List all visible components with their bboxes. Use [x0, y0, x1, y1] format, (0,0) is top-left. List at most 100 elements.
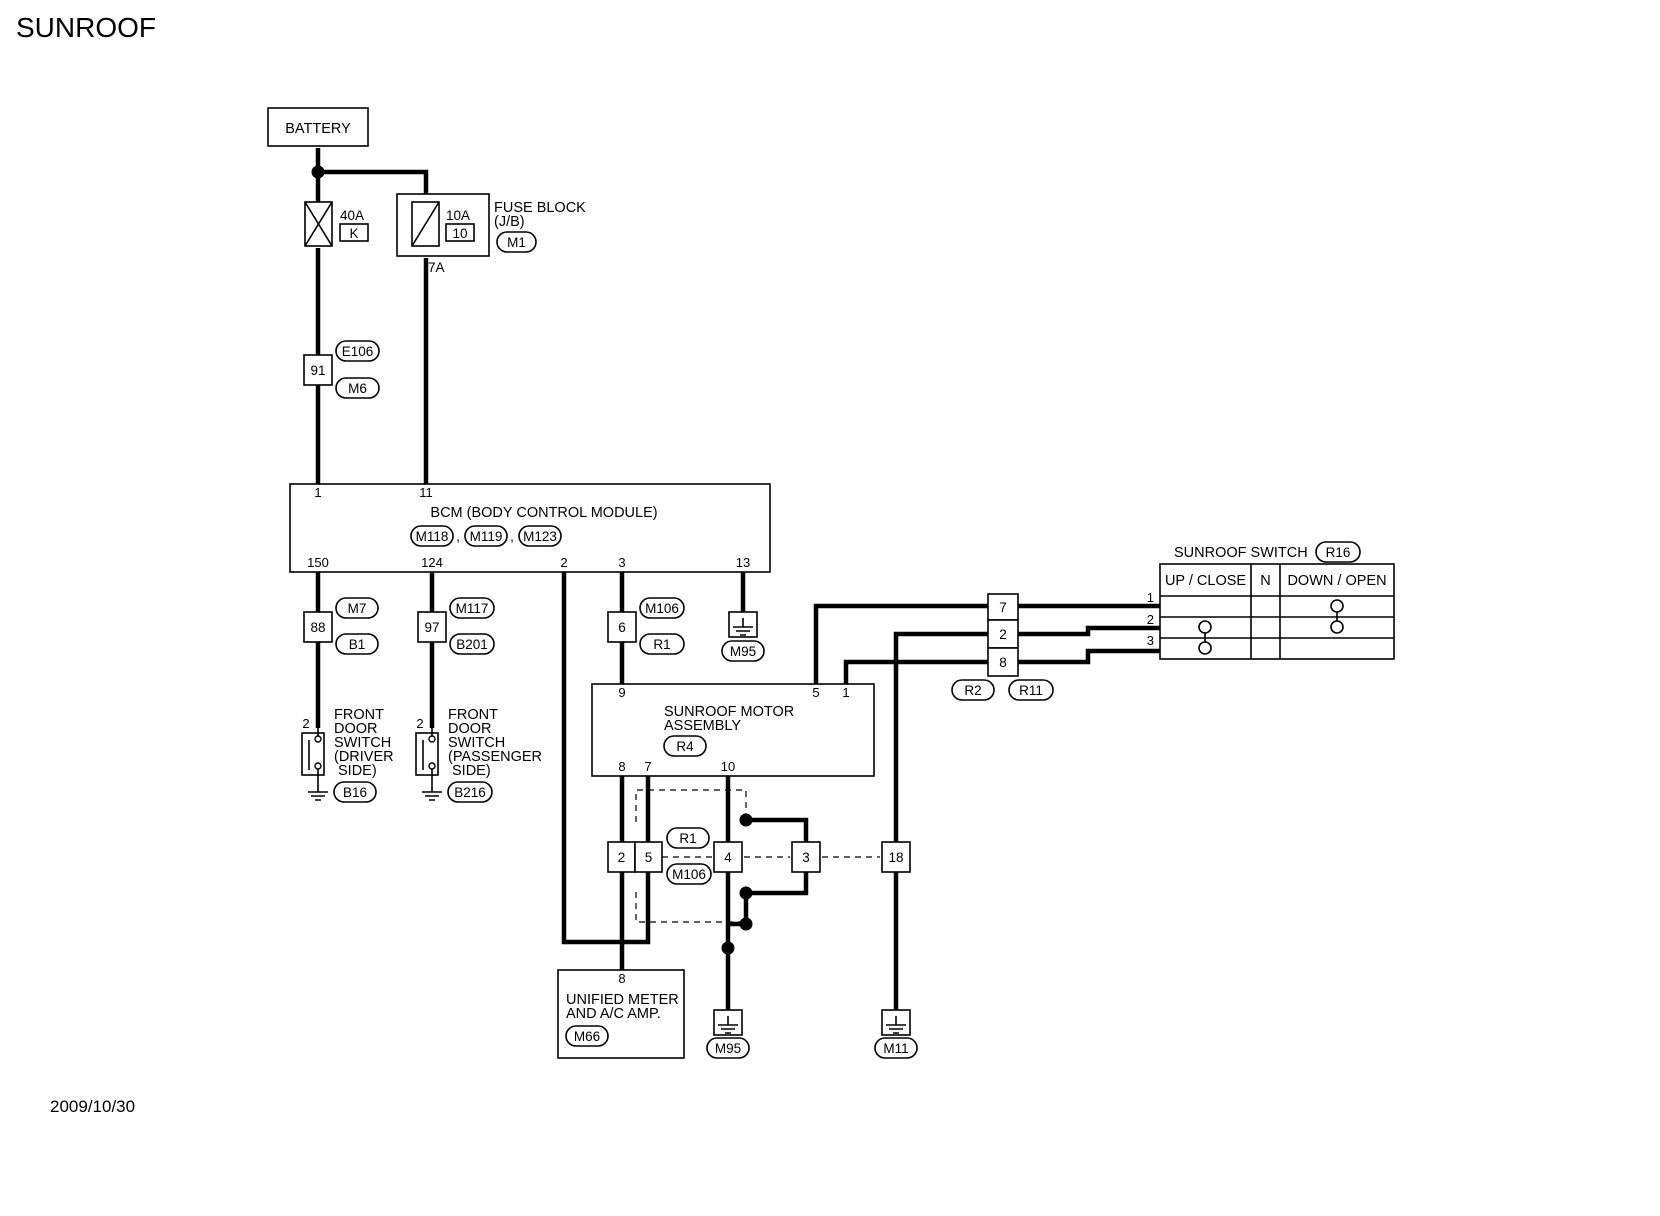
inline-connector-91: 91 E106 M6	[303, 340, 380, 399]
svg-text:E106: E106	[342, 344, 374, 359]
svg-text:1: 1	[314, 485, 321, 500]
svg-text:9: 9	[618, 685, 625, 700]
svg-text:M95: M95	[730, 644, 756, 659]
bcm-module: 1 11 BCM (BODY CONTROL MODULE) M118 , M1…	[289, 483, 771, 573]
svg-text:B216: B216	[454, 785, 486, 800]
sunroof-switch: SUNROOF SWITCH R16 UP / CLOSE N DOWN / O…	[1147, 541, 1395, 660]
svg-text:R1: R1	[679, 831, 696, 846]
svg-text:3: 3	[802, 850, 810, 865]
inline-connector-6: 6 M106 R1	[607, 597, 685, 655]
svg-text:124: 124	[421, 555, 443, 570]
svg-text:3: 3	[1147, 633, 1154, 648]
svg-text:10: 10	[721, 759, 735, 774]
svg-text:2: 2	[1147, 612, 1154, 627]
unified-meter-ac-amp: 8 UNIFIED METER AND A/C AMP. M66	[557, 969, 685, 1059]
svg-text:BCM (BODY CONTROL MODULE): BCM (BODY CONTROL MODULE)	[430, 505, 657, 521]
shield-lines	[635, 789, 880, 923]
junction-connector-row: 2 5 4 3 18 R1 M106	[607, 827, 911, 885]
fuse-block: 10A 10 7A FUSE BLOCK (J/B) M1	[396, 193, 586, 275]
svg-text:,: ,	[510, 529, 514, 544]
svg-text:11: 11	[419, 485, 433, 500]
svg-text:2: 2	[999, 627, 1007, 642]
svg-text:M66: M66	[574, 1029, 600, 1044]
svg-text:UP / CLOSE: UP / CLOSE	[1165, 573, 1246, 589]
svg-text:7: 7	[644, 759, 651, 774]
svg-text:BATTERY: BATTERY	[285, 121, 351, 137]
svg-text:DOOR: DOOR	[448, 721, 492, 737]
svg-text:M123: M123	[523, 529, 557, 544]
svg-text:R16: R16	[1326, 545, 1351, 560]
svg-text:R11: R11	[1019, 683, 1043, 698]
svg-text:(DRIVER: (DRIVER	[334, 749, 394, 765]
inline-connector-88: 88 M7 B1	[303, 597, 379, 655]
svg-text:UNIFIED METER: UNIFIED METER	[566, 992, 679, 1008]
svg-text:B16: B16	[343, 785, 367, 800]
wire-18-to-switch-2	[893, 625, 1160, 842]
svg-text:M117: M117	[456, 601, 489, 616]
svg-text:1: 1	[842, 685, 849, 700]
svg-text:M11: M11	[883, 1041, 908, 1056]
svg-text:150: 150	[307, 555, 329, 570]
sunroof-motor-assembly: 9 5 1 SUNROOF MOTOR ASSEMBLY R4 8 7 10	[591, 683, 875, 777]
svg-text:2: 2	[560, 555, 567, 570]
svg-text:7: 7	[999, 600, 1007, 615]
svg-text:5: 5	[645, 850, 653, 865]
ground-m95: M95	[706, 1009, 750, 1059]
svg-text:AND A/C AMP.: AND A/C AMP.	[566, 1006, 661, 1022]
wire-motor-1-to-switch-3	[843, 648, 1160, 684]
svg-text:7A: 7A	[428, 260, 445, 275]
page-title: SUNROOF	[16, 12, 156, 43]
svg-text:FRONT: FRONT	[448, 707, 498, 723]
svg-text:13: 13	[736, 555, 750, 570]
svg-text:2: 2	[618, 850, 626, 865]
svg-text:M1: M1	[507, 235, 526, 250]
svg-text:2: 2	[416, 716, 423, 731]
svg-text:88: 88	[310, 620, 325, 635]
inline-connector-97: 97 M117 B201	[417, 597, 495, 655]
svg-text:97: 97	[424, 620, 439, 635]
svg-text:6: 6	[618, 620, 626, 635]
fusible-link: 40A K	[304, 201, 369, 247]
svg-text:R2: R2	[964, 683, 981, 698]
svg-text:M7: M7	[348, 601, 367, 616]
svg-text:N: N	[1260, 573, 1270, 589]
wire-ground-loop	[721, 813, 809, 955]
diagram-date: 2009/10/30	[50, 1097, 136, 1116]
svg-text:(PASSENGER: (PASSENGER	[448, 749, 542, 765]
svg-text:SIDE): SIDE)	[452, 763, 491, 779]
svg-text:,: ,	[456, 529, 460, 544]
svg-text:4: 4	[724, 850, 732, 865]
svg-text:K: K	[349, 226, 358, 241]
svg-text:DOWN / OPEN: DOWN / OPEN	[1287, 573, 1386, 589]
svg-text:10: 10	[452, 226, 467, 241]
svg-text:M6: M6	[348, 381, 367, 396]
svg-text:FRONT: FRONT	[334, 707, 384, 723]
svg-text:18: 18	[888, 850, 903, 865]
svg-text:5: 5	[812, 685, 819, 700]
svg-text:M95: M95	[715, 1041, 741, 1056]
svg-text:1: 1	[1147, 590, 1154, 605]
switch-inline-connectors: 7 2 8 R2 R11	[951, 593, 1054, 701]
svg-text:SUNROOF MOTOR: SUNROOF MOTOR	[664, 704, 794, 720]
svg-text:FUSE BLOCK: FUSE BLOCK	[494, 200, 586, 216]
svg-text:8: 8	[618, 759, 625, 774]
ground-bcm-m95: M95	[721, 611, 765, 662]
svg-text:B1: B1	[349, 637, 366, 652]
svg-text:8: 8	[618, 971, 625, 986]
svg-text:R4: R4	[676, 739, 694, 754]
svg-text:SWITCH: SWITCH	[334, 735, 391, 751]
svg-text:3: 3	[618, 555, 625, 570]
svg-text:M106: M106	[645, 601, 679, 616]
ground-m11: M11	[874, 1009, 918, 1059]
svg-text:B201: B201	[456, 637, 488, 652]
svg-text:SIDE): SIDE)	[338, 763, 377, 779]
svg-text:M106: M106	[672, 867, 706, 882]
battery: BATTERY	[267, 107, 369, 147]
svg-text:40A: 40A	[340, 208, 364, 223]
svg-text:R1: R1	[653, 637, 670, 652]
svg-text:2: 2	[302, 716, 309, 731]
svg-text:DOOR: DOOR	[334, 721, 378, 737]
svg-text:M119: M119	[470, 529, 503, 544]
wire-bcm-2-to-meter	[561, 572, 651, 945]
